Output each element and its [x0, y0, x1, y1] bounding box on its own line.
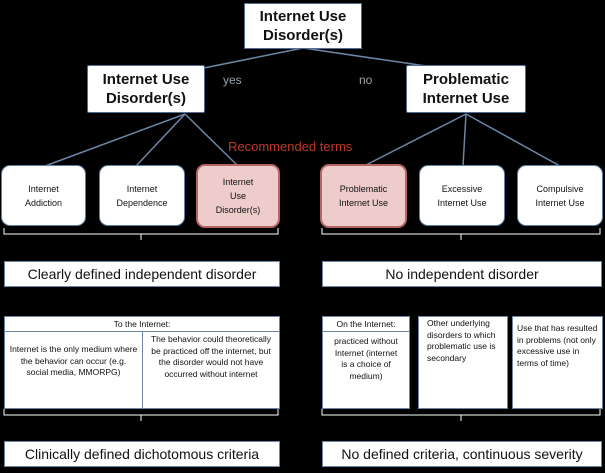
edge-label-yes: yes	[223, 73, 242, 87]
right-category: No independent disorder	[322, 261, 602, 287]
recommended-terms-label: Recommended terms	[228, 139, 353, 154]
term-internet-dependence: Internet Dependence	[99, 165, 185, 226]
right-table-col3: Use that has resulted in problems (not o…	[512, 316, 603, 409]
edge-right-2	[462, 113, 467, 167]
root-node: Internet Use Disorder(s)	[244, 3, 362, 49]
left-table: To the Internet: Internet is the only me…	[4, 316, 280, 409]
left-table-col2: The behavior could theoretically be prac…	[142, 331, 280, 409]
branch-left-node: Internet Use Disorder(s)	[87, 65, 205, 113]
term-internet-addiction: Internet Addiction	[1, 165, 86, 226]
left-category: Clearly defined independent disorder	[4, 261, 280, 287]
edge-right-1	[363, 113, 467, 167]
right-table-col2: Other underlying disorders to which prob…	[418, 316, 508, 409]
term-compulsive-internet-use: Compulsive Internet Use	[517, 165, 603, 226]
term-excessive-internet-use: Excessive Internet Use	[419, 165, 505, 226]
right-table-title: On the Internet:	[322, 316, 410, 332]
right-criteria: No defined criteria, continuous severity	[322, 441, 602, 467]
brace-right-2	[321, 409, 601, 421]
edge-label-no: no	[359, 73, 373, 87]
left-criteria: Clinically defined dichotomous criteria	[4, 441, 280, 467]
left-table-col1: Internet is the only medium where the be…	[4, 331, 143, 409]
term-internet-use-disorders: Internet Use Disorder(s)	[196, 164, 280, 228]
branch-right-node: Problematic Internet Use	[406, 65, 526, 113]
left-table-title: To the Internet:	[4, 316, 280, 332]
right-table-col1: practiced without Internet (internet is …	[322, 331, 410, 409]
edge-left-3	[184, 113, 239, 167]
edge-right-3	[465, 113, 561, 167]
edge-left-2	[135, 113, 186, 167]
edge-left-1	[44, 113, 186, 167]
brace-right-1	[321, 228, 601, 240]
term-problematic-internet-use: Problematic Internet Use	[320, 164, 407, 228]
brace-left-1	[3, 228, 279, 240]
brace-left-2	[3, 409, 279, 421]
